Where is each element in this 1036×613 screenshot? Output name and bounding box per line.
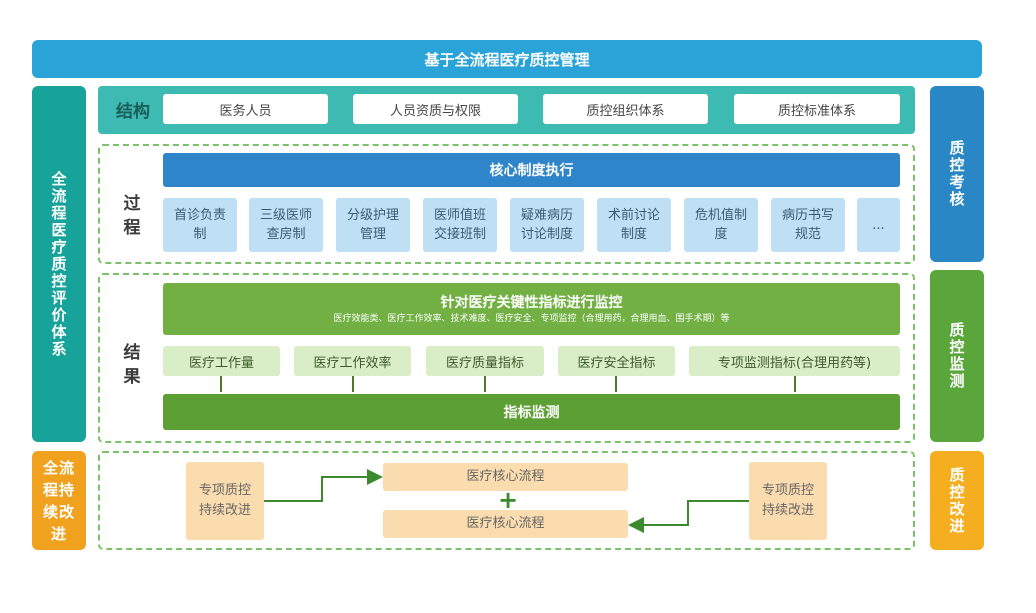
right-column-exam: 质控考核 xyxy=(930,86,984,262)
structure-label: 结构 xyxy=(116,101,150,122)
improvement-section xyxy=(98,451,915,550)
connector-line xyxy=(352,376,354,392)
indicator-item: 医疗安全指标 xyxy=(558,346,675,376)
plus-sign: + xyxy=(497,486,519,514)
key-indicator-header: 针对医疗关键性指标进行监控 医疗效能类、医疗工作效率、技术难度、医疗安全、专项监… xyxy=(163,283,900,335)
connector-line xyxy=(794,376,796,392)
improvement-right-box: 专项质控持续改进 xyxy=(749,462,827,540)
indicator-item: 专项监测指标(合理用药等) xyxy=(689,346,900,376)
structure-item: 人员资质与权限 xyxy=(353,94,518,124)
result-label: 结果 xyxy=(123,343,141,387)
indicator-item: 医疗质量指标 xyxy=(426,346,544,376)
left-bottom-label: 全流程持续改进 xyxy=(42,458,75,543)
process-section xyxy=(98,144,915,264)
indicator-item: 医疗工作量 xyxy=(163,346,280,376)
process-item: 三级医师查房制 xyxy=(249,198,323,252)
process-label: 过程 xyxy=(123,194,141,238)
structure-item: 质控标准体系 xyxy=(734,94,900,124)
indicator-monitoring-bar: 指标监测 xyxy=(163,394,900,430)
structure-item: 医务人员 xyxy=(163,94,328,124)
process-item: 分级护理管理 xyxy=(336,198,410,252)
process-item: 首诊负责制 xyxy=(163,198,237,252)
arrow-right-to-core xyxy=(628,500,749,533)
left-bottom-continuous-improvement: 全流程持续改进 xyxy=(32,451,86,550)
process-item: 医师值班交接班制 xyxy=(423,198,497,252)
right-monitor-label: 质控监测 xyxy=(947,322,966,390)
connector-line xyxy=(484,376,486,392)
process-item: 病历书写规范 xyxy=(771,198,845,252)
right-column-monitor: 质控监测 xyxy=(930,270,984,442)
process-item: 疑难病历讨论制度 xyxy=(510,198,584,252)
right-column-improve: 质控改进 xyxy=(930,451,984,550)
page-title: 基于全流程医疗质控管理 xyxy=(424,50,590,69)
process-item-more: ... xyxy=(857,198,900,252)
improvement-left-box: 专项质控持续改进 xyxy=(186,462,264,540)
core-system-header: 核心制度执行 xyxy=(163,153,900,187)
key-indicator-title: 针对医疗关键性指标进行监控 xyxy=(440,294,623,311)
left-column-label: 全流程医疗质控评价体系 xyxy=(49,170,68,358)
top-banner: 基于全流程医疗质控管理 xyxy=(32,40,982,78)
arrow-left-to-core xyxy=(264,469,383,502)
structure-item: 质控组织体系 xyxy=(543,94,708,124)
key-indicator-subtitle: 医疗效能类、医疗工作效率、技术难度、医疗安全、专项监控（合理用药，合理用血、围手… xyxy=(333,313,730,324)
result-section xyxy=(98,273,915,443)
connector-line xyxy=(220,376,222,392)
left-column-evaluation-system: 全流程医疗质控评价体系 xyxy=(32,86,86,442)
core-process-top: 医疗核心流程 xyxy=(383,463,628,491)
right-exam-label: 质控考核 xyxy=(947,140,966,208)
connector-line xyxy=(615,376,617,392)
right-improve-label: 质控改进 xyxy=(947,466,966,535)
indicator-item: 医疗工作效率 xyxy=(294,346,411,376)
process-item: 危机值制度 xyxy=(684,198,758,252)
core-process-bottom: 医疗核心流程 xyxy=(383,510,628,538)
process-item: 术前讨论制度 xyxy=(597,198,671,252)
